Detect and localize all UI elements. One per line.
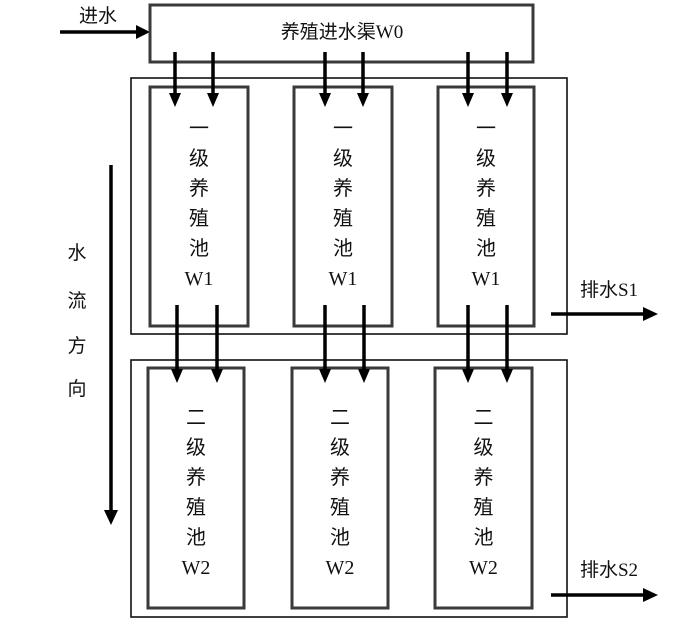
pool-box — [148, 85, 250, 328]
pool-box — [146, 366, 246, 610]
pool-label-line: 殖 — [330, 496, 350, 519]
arrow-head-icon — [501, 93, 513, 107]
flow-direction-indicator: 水 流 方 向 — [67, 165, 118, 525]
arrow-head-icon — [358, 369, 370, 383]
pool-label-line: 养 — [476, 177, 496, 200]
drain-s2: 排水S2 — [551, 559, 658, 602]
pool-label-line: 二 — [474, 407, 494, 429]
arrow-head-icon — [462, 369, 474, 383]
pool-label-line: 级 — [330, 436, 350, 459]
pool-label-line: 池 — [330, 526, 350, 549]
pool-label-line: W1 — [185, 268, 214, 290]
pool-label-line: 二 — [330, 407, 350, 429]
inlet-channel: 养殖进水渠W0 — [148, 3, 535, 64]
pool-label-line: W1 — [329, 268, 358, 290]
pool-label-line: 一 — [189, 118, 209, 140]
flow-direction-char: 向 — [67, 378, 86, 400]
feed-arrow — [319, 52, 331, 107]
inlet-label: 进水 — [79, 5, 117, 27]
arrow-head-icon — [319, 93, 331, 107]
pool-label-line: 池 — [476, 237, 496, 260]
pool-label-line: W2 — [326, 557, 355, 579]
arrow-head-icon — [501, 369, 513, 383]
arrow-head-icon — [357, 93, 369, 107]
first-stage-group-box — [130, 77, 568, 335]
transfer-arrow — [358, 305, 370, 383]
pool-label-line: 养 — [189, 177, 209, 200]
flow-direction-char: 流 — [67, 290, 86, 312]
feed-arrow — [462, 52, 474, 107]
pool-label-line: 池 — [333, 237, 353, 260]
pool-label-line: 池 — [189, 237, 209, 260]
drain-s1: 排水S1 — [551, 279, 658, 321]
second-stage-group-box — [130, 359, 568, 618]
flow-direction-arrow-head-icon — [104, 510, 118, 525]
pool-label-line: 级 — [186, 436, 206, 459]
flow-direction-char: 水 — [67, 242, 86, 264]
pool-label-line: 一 — [476, 118, 496, 140]
pool-label-line: 级 — [189, 147, 209, 170]
pool-label-line: 殖 — [476, 207, 496, 230]
feed-arrow — [501, 52, 513, 107]
inlet-group: 进水 — [60, 5, 150, 39]
transfer-arrow — [171, 305, 183, 383]
pool-label-line: 养 — [333, 177, 353, 200]
arrow-head-icon — [169, 93, 181, 107]
pool-label-line: W2 — [469, 557, 498, 579]
pool-label-line: 一 — [333, 118, 353, 140]
arrow-head-icon — [211, 369, 223, 383]
pool-label-line: 养 — [330, 466, 350, 489]
pool-label-line: 二 — [186, 407, 206, 429]
pool-label-line: 级 — [476, 147, 496, 170]
arrow-head-icon — [462, 93, 474, 107]
pool-box — [433, 366, 534, 610]
drain-s1-arrow-head-icon — [643, 307, 658, 321]
pool-label-line: 殖 — [474, 496, 494, 519]
flow-arrows-layer — [169, 52, 513, 383]
drain-s2-label: 排水S2 — [580, 559, 638, 581]
pool-label-line: 殖 — [186, 496, 206, 519]
feed-arrow — [207, 52, 219, 107]
drain-s1-label: 排水S1 — [580, 279, 638, 301]
feed-arrow — [357, 52, 369, 107]
pool-label-line: W1 — [472, 268, 501, 290]
transfer-arrow — [501, 305, 513, 383]
pool-label-line: 养 — [474, 466, 494, 489]
pool-box — [290, 366, 390, 610]
feed-arrow — [169, 52, 181, 107]
pool-label-line: 级 — [333, 147, 353, 170]
flow-direction-char: 方 — [67, 335, 86, 357]
arrow-head-icon — [319, 369, 331, 383]
pool-label-line: W2 — [182, 557, 211, 579]
pool-label-line: 殖 — [333, 207, 353, 230]
pool-label-line: 级 — [474, 436, 494, 459]
transfer-arrow — [211, 305, 223, 383]
arrow-head-icon — [171, 369, 183, 383]
drain-s2-arrow-head-icon — [643, 588, 658, 602]
pool-label-line: 殖 — [189, 207, 209, 230]
transfer-arrow — [319, 305, 331, 383]
pool-label-line: 养 — [186, 466, 206, 489]
inlet-channel-label: 养殖进水渠W0 — [281, 21, 403, 43]
pool-box — [292, 85, 394, 328]
pool-label-line: 池 — [186, 526, 206, 549]
arrow-head-icon — [207, 93, 219, 107]
transfer-arrow — [462, 305, 474, 383]
inlet-arrow-head-icon — [136, 25, 150, 39]
pools-layer: 一级养殖池W1一级养殖池W1一级养殖池W1二级养殖池W2二级养殖池W2二级养殖池… — [146, 85, 536, 610]
pool-label-line: 池 — [474, 526, 494, 549]
pool-box — [436, 85, 536, 328]
